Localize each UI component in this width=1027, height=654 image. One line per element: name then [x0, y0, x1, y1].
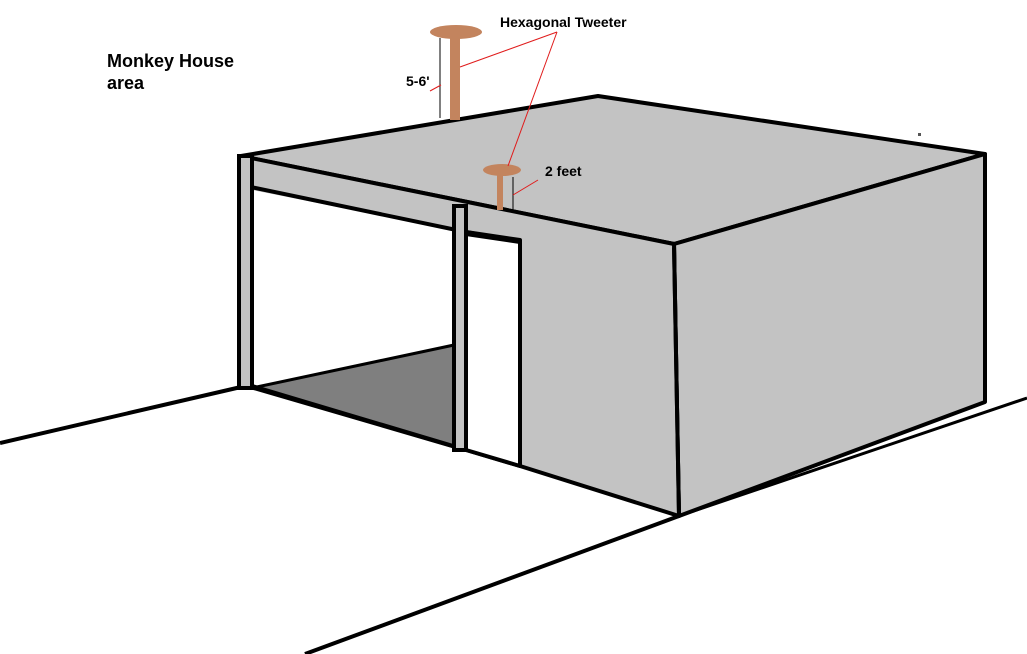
short-mount-pole	[497, 172, 503, 210]
header-beam-lower-edge	[240, 183, 467, 234]
roof-speck	[918, 133, 921, 136]
left-post	[237, 154, 254, 390]
short-mount-height-label: 2 feet	[545, 163, 582, 179]
header-beam-edge	[240, 154, 675, 246]
tweeter-label: Hexagonal Tweeter	[500, 14, 627, 30]
short-mount-callout-line	[512, 179, 539, 196]
ground-line-front	[304, 514, 680, 654]
door-opening	[464, 232, 522, 468]
tweeter-callout-line-1	[459, 31, 558, 68]
ground-line-left	[0, 385, 242, 445]
tall-mount-callout-line	[429, 84, 442, 92]
tall-mount-pole	[450, 36, 460, 120]
tweeter-callout-line-2	[507, 31, 558, 167]
tall-tweeter-icon	[430, 25, 482, 39]
area-title: Monkey House area	[107, 50, 234, 94]
area-title-line2: area	[107, 73, 145, 93]
tall-mount-height-label: 5-6'	[406, 73, 430, 89]
area-title-line1: Monkey House	[107, 51, 235, 71]
front-corner-edge	[672, 243, 681, 517]
short-tweeter-icon	[483, 164, 521, 176]
